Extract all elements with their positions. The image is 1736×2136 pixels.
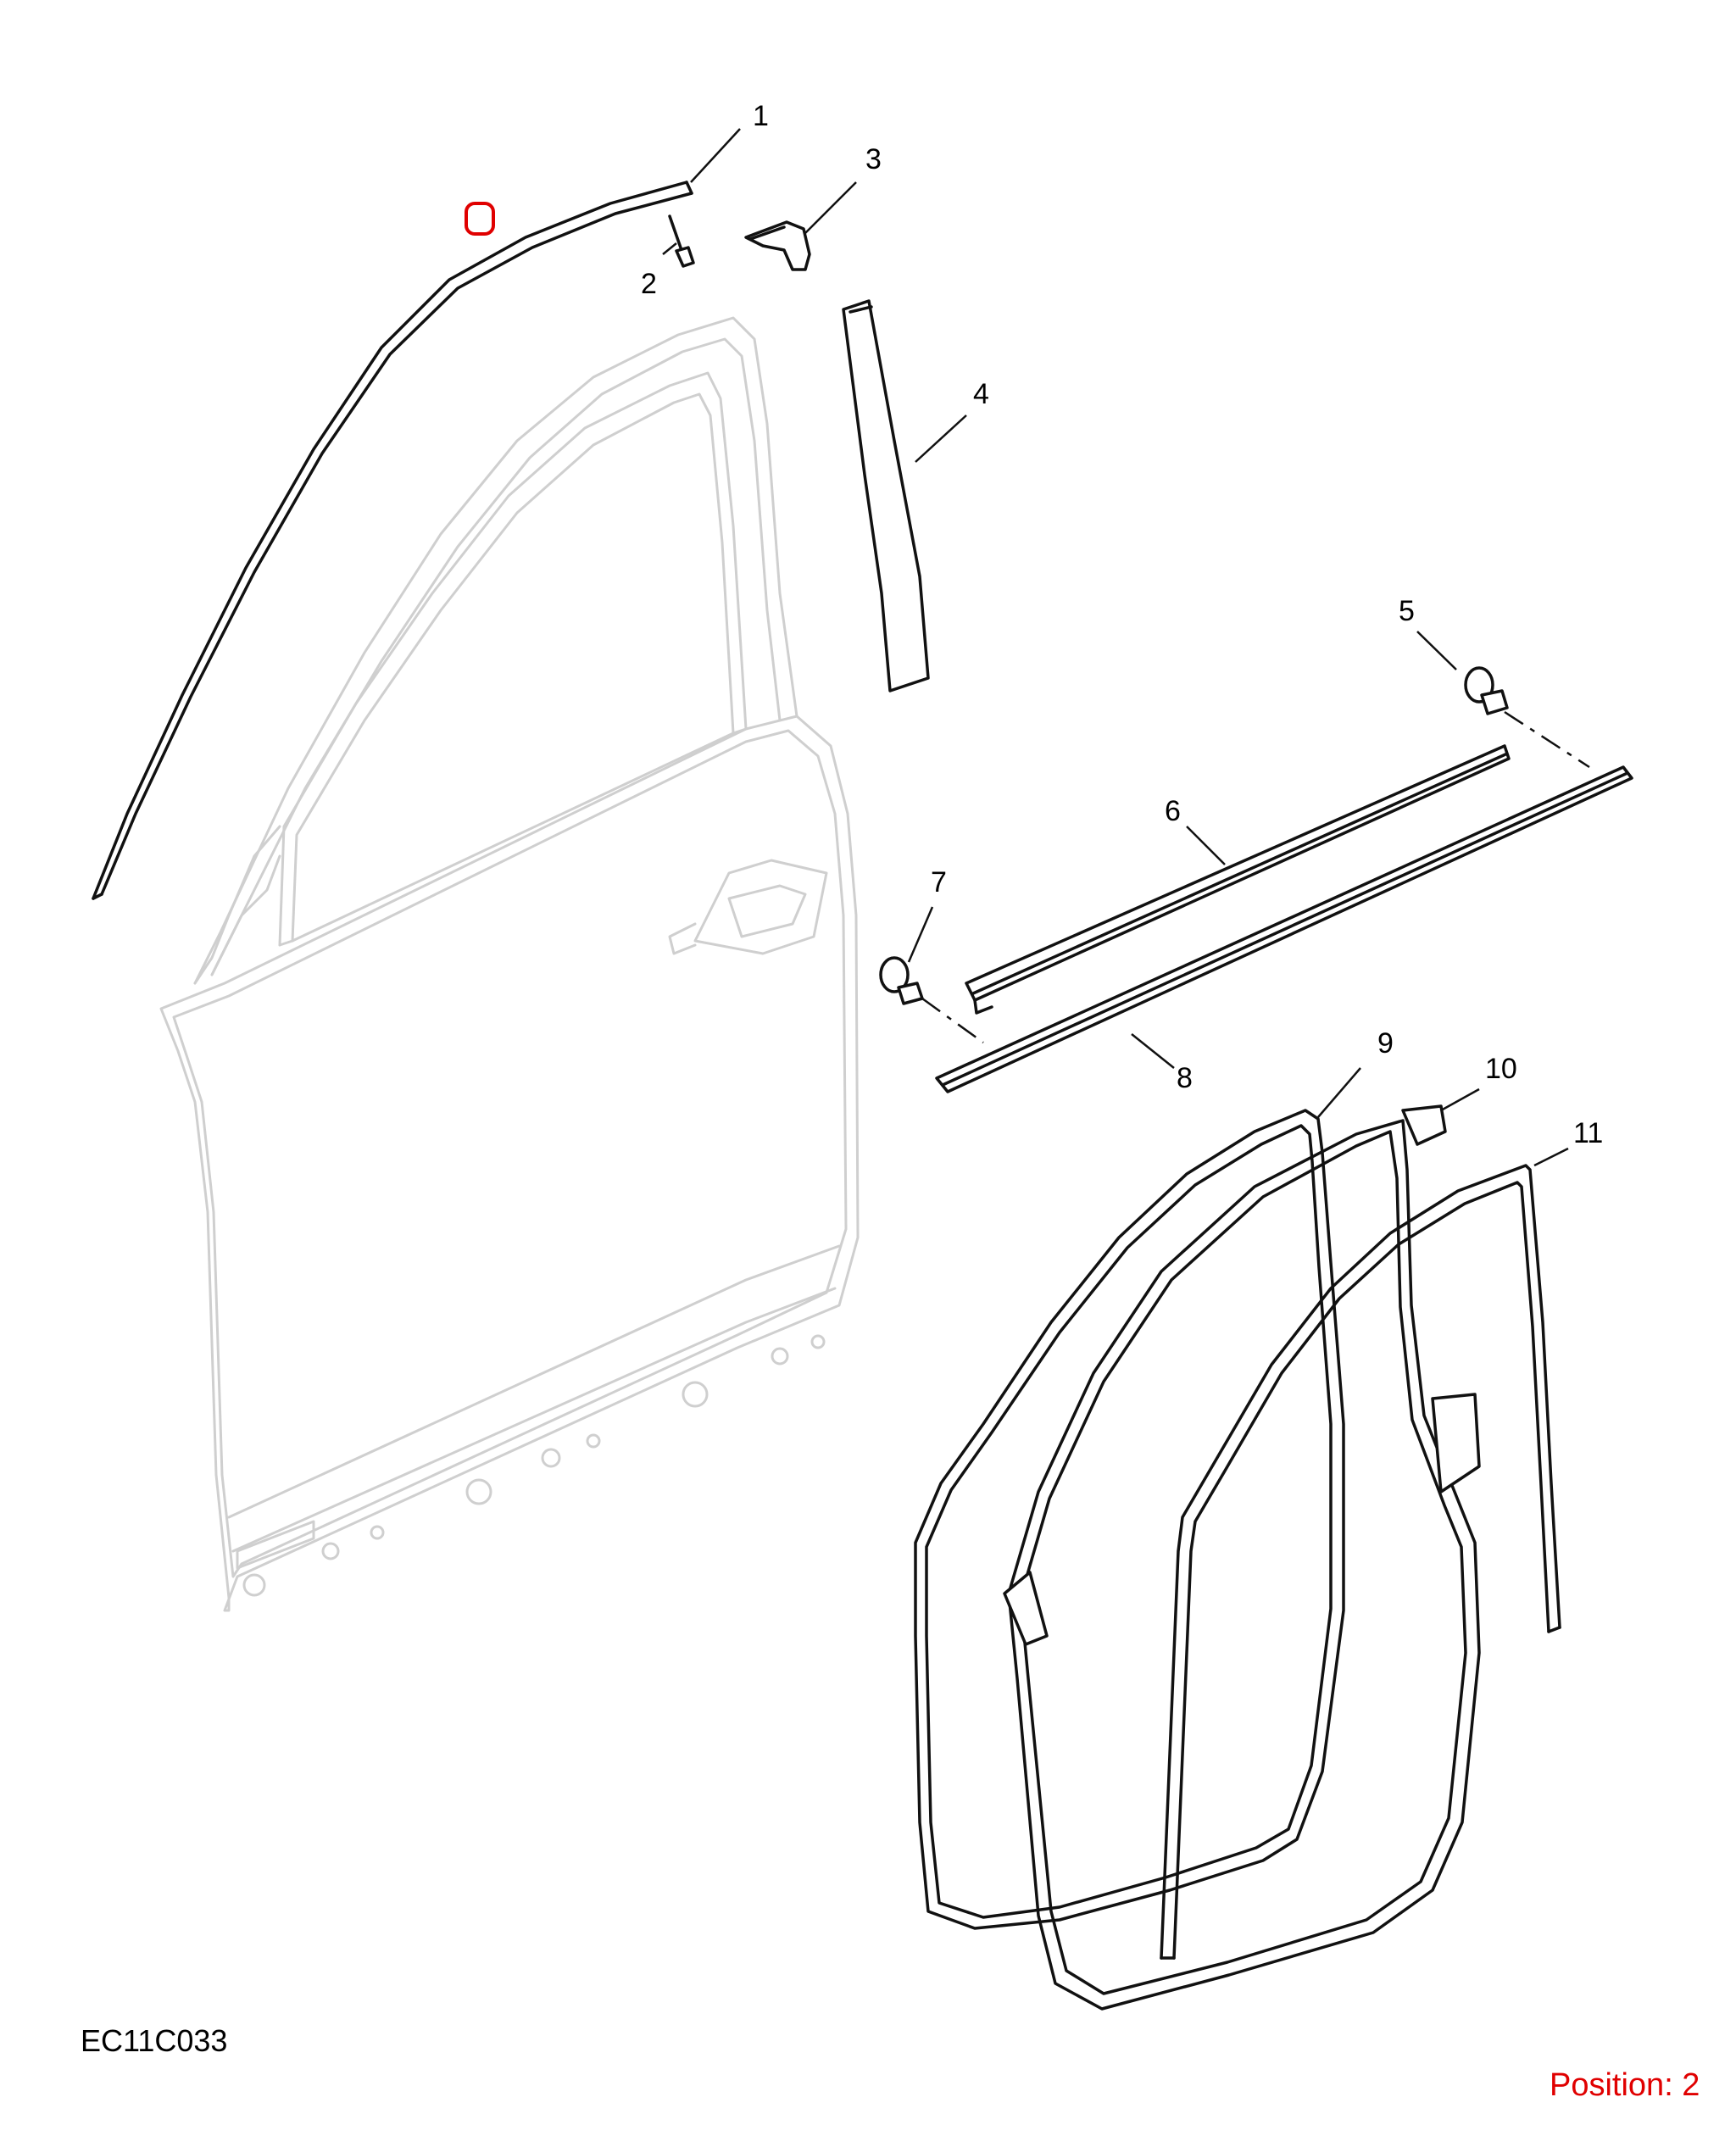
- callout-9: 9: [1377, 1027, 1394, 1060]
- callout-1: 1: [753, 100, 769, 132]
- callout-2: 2: [641, 268, 657, 300]
- callout-5: 5: [1399, 595, 1415, 627]
- part-3-end-cap: [744, 220, 811, 271]
- reference-code: EC11C033: [81, 2023, 227, 2058]
- part-10-rear-seal: [1003, 1104, 1481, 2011]
- centerline-clip-7: [921, 997, 984, 1044]
- part-2-rivet: [668, 214, 695, 268]
- part-8-outer-belt-moulding: [935, 765, 1633, 1093]
- part-11-glass-run: [1160, 1164, 1561, 1960]
- position-label: Position: 2: [1550, 2067, 1700, 2103]
- door-panel-outline: [159, 316, 860, 1612]
- part-4-pillar-applique: [842, 299, 930, 693]
- callout-8: 8: [1177, 1062, 1193, 1094]
- leader-lines: [662, 128, 1569, 1167]
- part-1-upper-frame-moulding: [92, 181, 693, 900]
- part-7-clip: [879, 956, 924, 1005]
- callout-6: 6: [1165, 795, 1181, 827]
- callout-labels: 1 2 3 4 5 6 7 8 9 10 11: [641, 100, 1603, 1149]
- callout-11: 11: [1573, 1117, 1603, 1149]
- callout-4: 4: [973, 378, 989, 410]
- callout-10: 10: [1485, 1053, 1517, 1085]
- callout-7: 7: [931, 866, 947, 898]
- centerline-clip-5: [1504, 710, 1590, 769]
- highlight-marker: [465, 202, 495, 236]
- callout-3: 3: [865, 143, 882, 175]
- part-9-door-seal: [914, 1109, 1345, 1930]
- part-5-clip: [1464, 666, 1509, 715]
- part-6-inner-belt-weatherstrip: [965, 744, 1511, 1015]
